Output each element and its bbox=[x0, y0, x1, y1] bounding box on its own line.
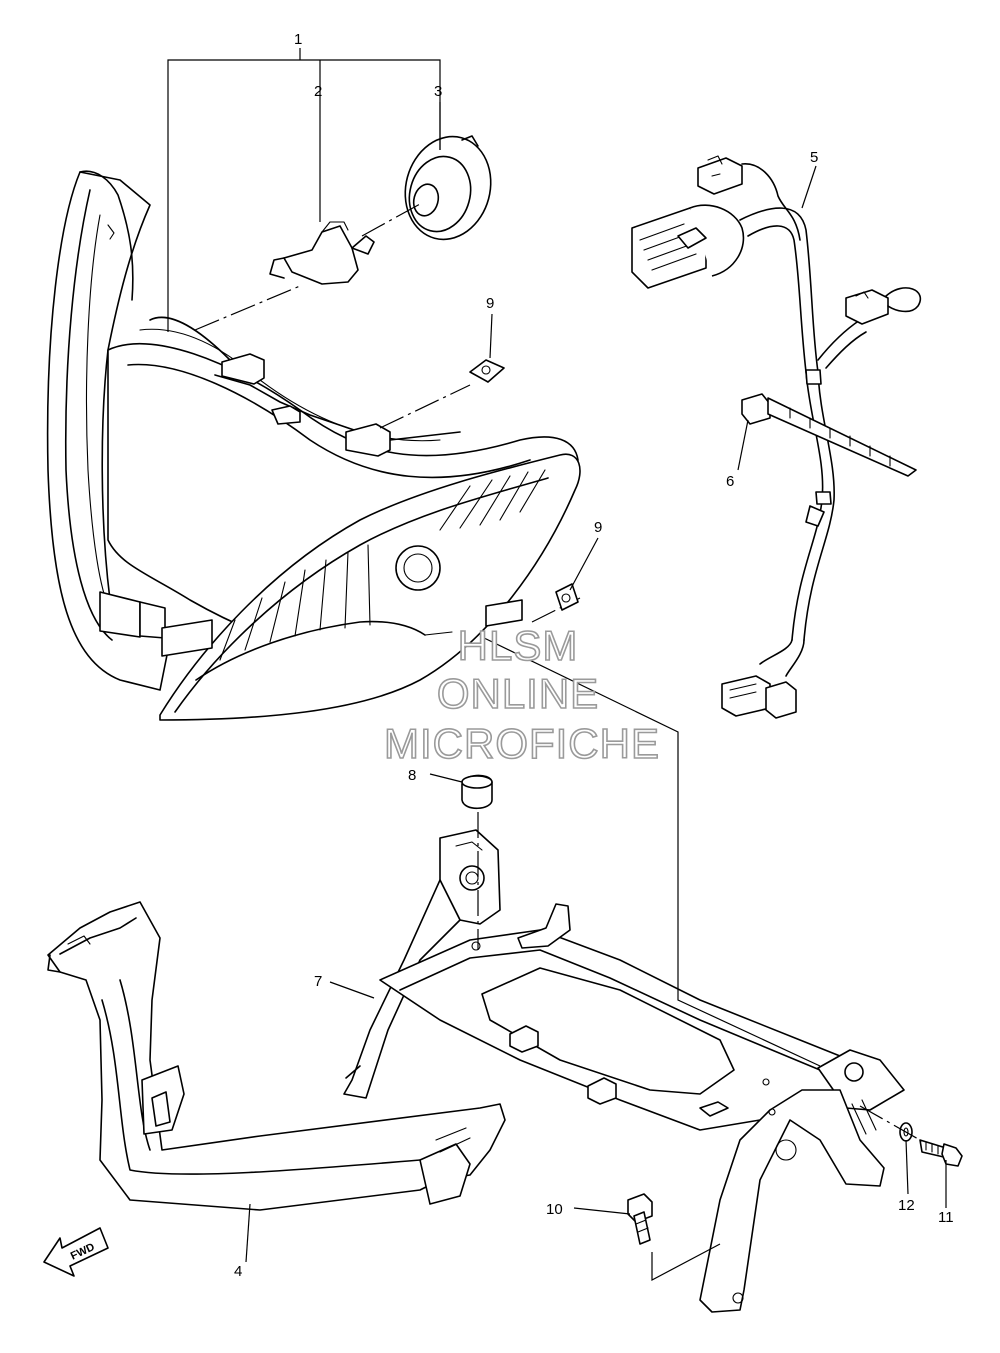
watermark: HLSM ONLINE MICROFICHE bbox=[383, 621, 660, 768]
callout-7: 7 bbox=[314, 973, 322, 990]
headlight-front-stay bbox=[343, 829, 905, 1313]
headlight-wire-harness bbox=[631, 155, 921, 719]
watermark-line-2: ONLINE bbox=[437, 670, 599, 717]
bulb-cover bbox=[404, 135, 492, 241]
callout-1: 1 bbox=[294, 31, 302, 48]
callout-9-upper: 9 bbox=[486, 295, 494, 312]
headlight-stay-bracket bbox=[47, 901, 506, 1211]
callout-2: 2 bbox=[314, 83, 322, 100]
headlight-housing bbox=[46, 170, 581, 721]
callout-12: 12 bbox=[898, 1197, 915, 1214]
callout-9-lower: 9 bbox=[594, 519, 602, 536]
rubber-damper bbox=[461, 774, 493, 810]
grommet-lower bbox=[555, 583, 579, 611]
watermark-line-3: MICROFICHE bbox=[384, 720, 660, 767]
bolt-10 bbox=[627, 1193, 653, 1245]
callout-11: 11 bbox=[938, 1209, 954, 1226]
grommet-upper bbox=[469, 359, 505, 383]
callout-5: 5 bbox=[810, 149, 818, 166]
cable-tie bbox=[741, 393, 917, 477]
callout-8: 8 bbox=[408, 767, 416, 784]
callout-6: 6 bbox=[726, 473, 734, 490]
watermark-line-1: HLSM bbox=[458, 622, 579, 669]
headlight-bulb bbox=[269, 221, 375, 285]
callout-10: 10 bbox=[546, 1201, 563, 1218]
fwd-arrow-icon: FWD bbox=[43, 1227, 109, 1277]
callout-4: 4 bbox=[234, 1263, 242, 1280]
callout-3: 3 bbox=[434, 83, 442, 100]
bolt-11 bbox=[919, 1139, 963, 1167]
